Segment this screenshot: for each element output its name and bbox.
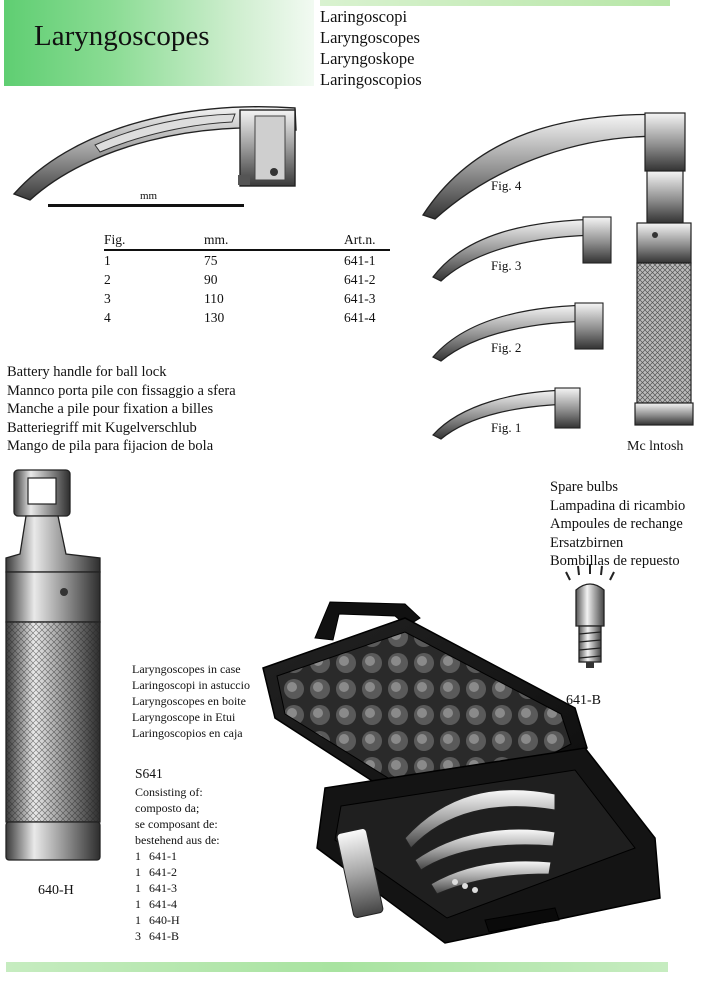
description-line: Laryngoscopes in case — [132, 662, 241, 676]
table-cell: 90 — [204, 272, 218, 287]
table-cell: 130 — [204, 310, 225, 325]
item-qty: 1 — [135, 881, 141, 895]
item-qty: 3 — [135, 929, 141, 943]
list-item: 3 641-B — [135, 928, 220, 944]
title-translation: Laryngoscopes — [320, 28, 420, 47]
fig-label-4: Fig. 4 — [491, 178, 522, 193]
table-cell: 110 — [204, 291, 224, 306]
spare-bulb-drawing — [565, 564, 615, 668]
table-row: 2 90 641-2 — [104, 270, 390, 289]
item-qty: 1 — [135, 865, 141, 879]
case-descriptions: Laryngoscopes in case Laringoscopi in as… — [132, 661, 250, 741]
fig-label-1: Fig. 1 — [491, 420, 522, 435]
set-caption: Mc lntosh — [627, 439, 684, 454]
description-line: Battery handle for ball lock — [7, 364, 167, 380]
description-line: Ampoules de rechange — [550, 516, 683, 532]
spec-table: Fig. mm. Art.n. 1 75 641-1 2 90 641-2 3 … — [104, 232, 390, 327]
battery-handle-drawing — [5, 469, 101, 861]
list-item: 1 641-2 — [135, 864, 220, 880]
item-code: 641-1 — [149, 849, 177, 863]
title-translation: Laringoscopi — [320, 7, 408, 26]
item-code: 641-2 — [149, 865, 177, 879]
description-line: Laryngoscopes en boite — [132, 694, 246, 708]
bottom-accent-bar — [6, 962, 668, 972]
list-item: 1 641-1 — [135, 848, 220, 864]
table-row: 3 110 641-3 — [104, 289, 390, 308]
top-accent-bar — [320, 0, 670, 6]
page-title: Laryngoscopes — [34, 20, 210, 52]
column-header-mm: mm. — [204, 232, 229, 247]
table-cell: 75 — [204, 253, 218, 268]
fig-label-2: Fig. 2 — [491, 340, 522, 355]
description-line: Laringoscopi in astuccio — [132, 678, 250, 692]
table-cell: 641-4 — [344, 310, 376, 325]
description-line: Ersatzbirnen — [550, 534, 624, 551]
description-line: Bombillas de repuesto — [550, 553, 680, 569]
carrying-case-drawing — [262, 601, 661, 944]
table-row: 4 130 641-4 — [104, 308, 390, 327]
table-row: 1 75 641-1 — [104, 251, 390, 270]
consisting-label: se composant de: — [135, 817, 218, 831]
item-qty: 1 — [135, 913, 141, 927]
table-cell: 641-1 — [344, 253, 376, 268]
blade-drawing-large — [12, 106, 297, 201]
item-qty: 1 — [135, 849, 141, 863]
spare-bulb-code: 641-B — [566, 693, 601, 708]
description-line: Spare bulbs — [550, 479, 619, 495]
table-header: Fig. mm. Art.n. — [104, 232, 390, 251]
column-header-fig: Fig. — [104, 232, 126, 247]
description-line: Laryngoscope in Etui — [132, 710, 236, 724]
table-cell: 2 — [104, 272, 111, 287]
item-qty: 1 — [135, 897, 141, 911]
consisting-label: Consisting of: — [135, 785, 203, 799]
case-set-code: S641 — [135, 766, 163, 781]
fig-label-3: Fig. 3 — [491, 258, 522, 273]
spare-bulb-descriptions: Spare bulbs Lampadina di ricambio Ampoul… — [550, 478, 685, 571]
mcintosh-set-drawing — [421, 112, 694, 440]
scale-bar — [48, 204, 244, 207]
consisting-label: composto da; — [135, 801, 200, 815]
title-translation: Laryngoskope — [320, 49, 415, 68]
description-line: Laringoscopios en caja — [132, 726, 243, 740]
item-code: 641-B — [149, 929, 179, 943]
table-cell: 3 — [104, 291, 111, 306]
list-item: 1 640-H — [135, 912, 220, 928]
title-banner: Laryngoscopes — [4, 0, 314, 86]
scale-label: mm — [140, 190, 158, 202]
item-code: 641-3 — [149, 881, 177, 895]
table-cell: 641-2 — [344, 272, 376, 287]
list-item: 1 641-3 — [135, 880, 220, 896]
description-line: Mango de pila para fijacion de bola — [7, 438, 214, 454]
description-line: Lampadina di ricambio — [550, 497, 686, 514]
title-translation: Laringoscopios — [320, 70, 422, 89]
item-code: 641-4 — [149, 897, 177, 911]
table-cell: 1 — [104, 253, 111, 268]
description-line: Mannco porta pile con fissaggio a sfera — [7, 382, 236, 399]
description-line: Batteriegriff mit Kugelverschlub — [7, 419, 197, 436]
title-translations: Laringoscopi Laryngoscopes Laryngoskope … — [320, 6, 422, 90]
table-cell: 4 — [104, 310, 111, 325]
consisting-label: bestehend aus de: — [135, 833, 220, 847]
item-code: 640-H — [149, 913, 180, 927]
table-cell: 641-3 — [344, 291, 376, 306]
column-header-art: Art.n. — [344, 232, 376, 247]
case-contents: S641 Consisting of: composto da; se comp… — [135, 766, 220, 944]
battery-handle-descriptions: Battery handle for ball lock Mannco port… — [7, 363, 236, 456]
battery-handle-code: 640-H — [38, 883, 74, 898]
list-item: 1 641-4 — [135, 896, 220, 912]
description-line: Manche a pile pour fixation a billes — [7, 401, 214, 417]
